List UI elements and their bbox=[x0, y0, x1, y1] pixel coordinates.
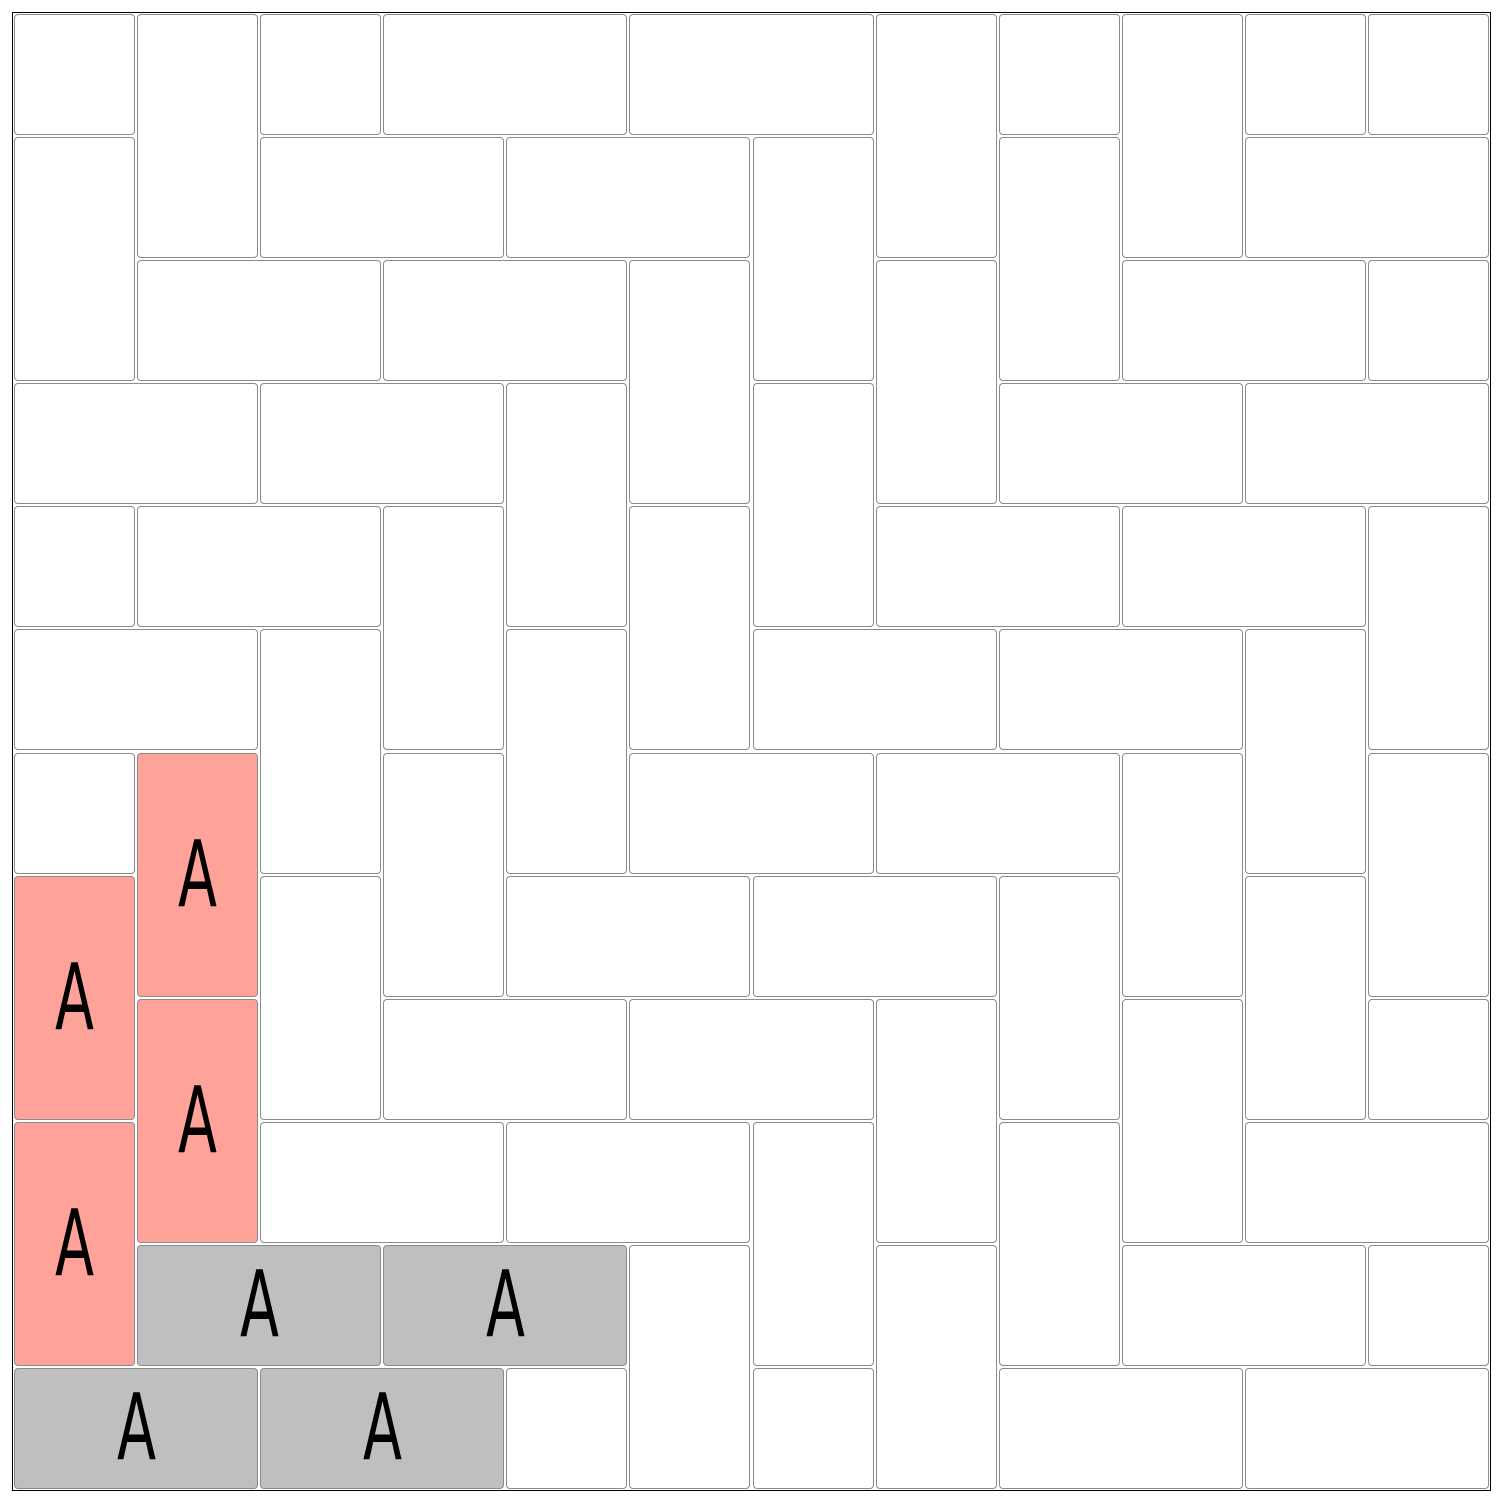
tile-empty[interactable] bbox=[14, 137, 136, 382]
tile-label: A bbox=[485, 1251, 525, 1359]
tile-empty[interactable] bbox=[1244, 1121, 1489, 1243]
tile-empty[interactable] bbox=[1367, 260, 1489, 382]
tile-empty[interactable] bbox=[875, 998, 997, 1243]
tile-empty[interactable] bbox=[998, 383, 1243, 505]
tile-red-a[interactable]: A bbox=[137, 752, 259, 997]
tile-empty[interactable] bbox=[875, 1244, 997, 1489]
tile-empty[interactable] bbox=[752, 629, 997, 751]
tile-empty[interactable] bbox=[629, 14, 874, 136]
tile-empty[interactable] bbox=[506, 383, 628, 628]
tile-empty[interactable] bbox=[1121, 998, 1243, 1243]
tile-empty[interactable] bbox=[260, 629, 382, 874]
tile-red-a[interactable]: A bbox=[14, 1121, 136, 1366]
tile-empty[interactable] bbox=[260, 875, 382, 1120]
tile-empty[interactable] bbox=[1367, 1244, 1489, 1366]
tile-empty[interactable] bbox=[629, 506, 751, 751]
tile-empty[interactable] bbox=[629, 998, 874, 1120]
tile-label: A bbox=[178, 1066, 218, 1174]
tile-empty[interactable] bbox=[1244, 875, 1366, 1120]
tile-red-a[interactable]: A bbox=[137, 998, 259, 1243]
tile-empty[interactable] bbox=[14, 752, 136, 874]
tile-empty[interactable] bbox=[1244, 383, 1489, 505]
tile-empty[interactable] bbox=[629, 260, 751, 505]
tile-empty[interactable] bbox=[998, 14, 1120, 136]
tile-empty[interactable] bbox=[137, 506, 382, 628]
tile-gray-a[interactable]: A bbox=[383, 1244, 628, 1366]
tile-empty[interactable] bbox=[506, 1121, 751, 1243]
tile-empty[interactable] bbox=[14, 14, 136, 136]
tile-empty[interactable] bbox=[383, 752, 505, 997]
tile-empty[interactable] bbox=[1121, 260, 1366, 382]
tile-label: A bbox=[239, 1251, 279, 1359]
tile-empty[interactable] bbox=[1244, 14, 1366, 136]
tile-red-a[interactable]: A bbox=[14, 875, 136, 1120]
tile-empty[interactable] bbox=[998, 629, 1243, 751]
tile-empty[interactable] bbox=[383, 506, 505, 751]
tile-empty[interactable] bbox=[1121, 752, 1243, 997]
tile-empty[interactable] bbox=[629, 1244, 751, 1489]
tile-empty[interactable] bbox=[1367, 14, 1489, 136]
tile-empty[interactable] bbox=[14, 506, 136, 628]
tile-empty[interactable] bbox=[260, 1121, 505, 1243]
tile-empty[interactable] bbox=[1121, 506, 1366, 628]
tile-empty[interactable] bbox=[1121, 14, 1243, 259]
tile-empty[interactable] bbox=[506, 875, 751, 997]
tile-empty[interactable] bbox=[383, 998, 628, 1120]
tile-empty[interactable] bbox=[752, 1121, 874, 1366]
tile-empty[interactable] bbox=[14, 629, 259, 751]
tile-empty[interactable] bbox=[629, 752, 874, 874]
tile-label: A bbox=[116, 1374, 156, 1482]
tile-empty[interactable] bbox=[383, 14, 628, 136]
tile-label: A bbox=[55, 943, 95, 1051]
tile-empty[interactable] bbox=[875, 260, 997, 505]
tile-empty[interactable] bbox=[875, 14, 997, 259]
tile-empty[interactable] bbox=[1367, 998, 1489, 1120]
tile-empty[interactable] bbox=[998, 1367, 1243, 1489]
tile-empty[interactable] bbox=[260, 14, 382, 136]
tile-label: A bbox=[178, 820, 218, 928]
tile-label: A bbox=[55, 1189, 95, 1297]
tile-empty[interactable] bbox=[506, 1367, 628, 1489]
tile-gray-a[interactable]: A bbox=[137, 1244, 382, 1366]
tile-empty[interactable] bbox=[998, 875, 1120, 1120]
tile-gray-a[interactable]: A bbox=[260, 1367, 505, 1489]
tile-empty[interactable] bbox=[260, 383, 505, 505]
tile-empty[interactable] bbox=[752, 875, 997, 997]
tile-empty[interactable] bbox=[752, 137, 874, 382]
tile-gray-a[interactable]: A bbox=[14, 1367, 259, 1489]
tile-empty[interactable] bbox=[137, 260, 382, 382]
tile-empty[interactable] bbox=[998, 137, 1120, 382]
tile-empty[interactable] bbox=[14, 383, 259, 505]
tile-empty[interactable] bbox=[1244, 137, 1489, 259]
tile-empty[interactable] bbox=[1244, 1367, 1489, 1489]
tile-empty[interactable] bbox=[998, 1121, 1120, 1366]
tile-empty[interactable] bbox=[1367, 752, 1489, 997]
tile-empty[interactable] bbox=[506, 629, 628, 874]
tile-empty[interactable] bbox=[1121, 1244, 1366, 1366]
tile-empty[interactable] bbox=[875, 506, 1120, 628]
tile-empty[interactable] bbox=[875, 752, 1120, 874]
tile-empty[interactable] bbox=[383, 260, 628, 382]
tile-empty[interactable] bbox=[260, 137, 505, 259]
tile-empty[interactable] bbox=[752, 1367, 874, 1489]
tile-empty[interactable] bbox=[137, 14, 259, 259]
tile-empty[interactable] bbox=[1244, 629, 1366, 874]
tile-empty[interactable] bbox=[1367, 506, 1489, 751]
tile-label: A bbox=[362, 1374, 402, 1482]
tile-empty[interactable] bbox=[506, 137, 751, 259]
tile-empty[interactable] bbox=[752, 383, 874, 628]
